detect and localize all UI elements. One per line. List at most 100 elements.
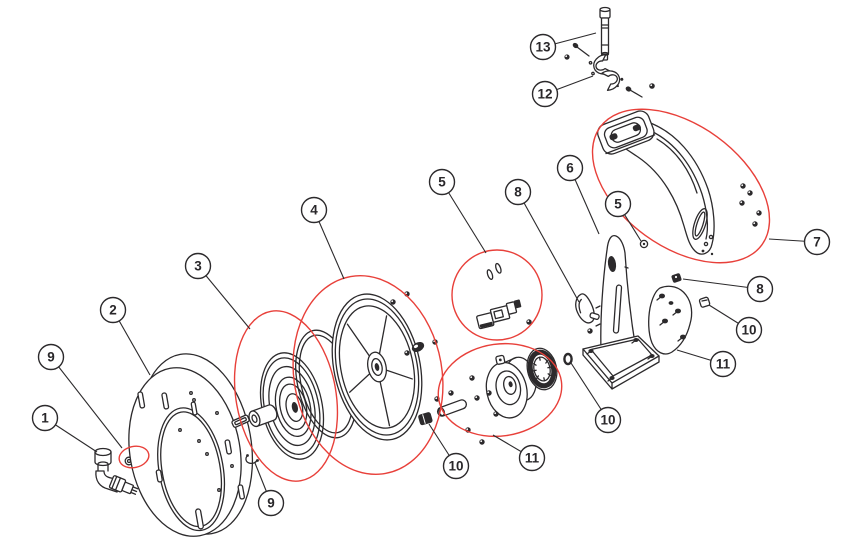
clamp-screw-left [564,42,590,60]
part-c-clip [245,454,259,465]
callout-9[interactable]: 9 [37,343,123,449]
part-spacer [411,341,425,353]
callout-number: 7 [813,235,821,250]
arm-head-pad [597,110,656,155]
part-axle-pin [436,399,468,417]
callout-8[interactable]: 8 [682,275,774,303]
callout-bubble[interactable] [428,168,456,196]
disc-holes [178,391,234,492]
part-bushing [248,404,278,428]
fastener-dot [479,439,485,445]
callout-9[interactable]: 9 [254,462,285,517]
stand-corner-bolts [586,338,655,382]
callout-13[interactable]: 13 [529,32,597,61]
callout-bubble[interactable] [184,252,212,280]
clamp-screw-right [625,83,655,98]
callout-bubble[interactable] [709,350,737,378]
callout-11[interactable]: 11 [676,349,737,378]
callout-bubble[interactable] [735,316,763,344]
part-cam-plate [648,285,693,355]
part-flange-nut [671,273,682,283]
fastener-dot [756,210,762,216]
callout-bubble[interactable] [531,80,559,108]
part-stand [582,234,660,390]
parts-artwork [94,6,715,537]
highlight-drum-hub-group [233,310,339,482]
callout-bubble[interactable] [803,228,831,256]
callout-number: 4 [310,203,318,218]
callout-10[interactable]: 10 [708,304,763,344]
fastener-dot [486,390,492,396]
callout-bubble[interactable] [504,178,532,206]
callout-bubble[interactable] [529,33,557,61]
callout-12[interactable]: 12 [531,75,594,108]
callout-number: 10 [600,413,615,428]
fastener-dot [469,375,475,381]
fastener-dot [752,221,758,227]
callout-bubble[interactable] [300,196,328,224]
callout-1[interactable]: 1 [31,404,98,453]
callout-number: 11 [716,357,731,372]
callout-10[interactable]: 10 [428,423,470,480]
callout-number: 5 [614,197,622,212]
callout-6[interactable]: 6 [556,154,600,235]
fastener-dot [587,328,593,334]
callout-number: 11 [525,451,540,466]
callout-bubble[interactable] [604,190,632,218]
fastener-dot [493,411,499,417]
part-drum-hub [259,352,325,460]
callout-number: 10 [741,323,756,338]
highlight-swing-arm-group [591,108,771,264]
callout-number: 8 [756,282,764,297]
highlight-latch-kit [451,249,543,341]
part-swing-arm [597,110,715,256]
callout-number: 2 [109,303,117,318]
callout-10[interactable]: 10 [570,362,622,434]
fastener-dot [390,299,396,305]
callout-bubble[interactable] [518,444,546,472]
callout-5[interactable]: 5 [428,168,487,254]
callout-bubble[interactable] [99,296,127,324]
callout-bubble[interactable] [257,489,285,517]
part-nut-small [639,239,649,249]
callout-number: 1 [41,411,49,426]
part-shaft-clamp [564,42,655,98]
part-reel-disc-front [128,367,242,537]
callout-number: 10 [448,459,463,474]
callout-bubble[interactable] [31,404,59,432]
callout-bubble[interactable] [594,406,622,434]
fastener-dot [740,183,746,189]
callout-number: 13 [535,40,551,55]
callout-5[interactable]: 5 [604,190,642,242]
callout-4[interactable]: 4 [300,196,345,280]
callout-2[interactable]: 2 [99,296,151,376]
part-latch-orings [486,262,502,280]
callout-7[interactable]: 7 [768,228,831,256]
callout-11[interactable]: 11 [492,434,546,472]
part-spoked-wheel [331,293,423,441]
callout-number: 6 [566,161,574,176]
callout-3[interactable]: 3 [184,252,251,330]
fastener-dot [404,350,410,356]
part-latch-pin [476,299,522,330]
highlight-wheel-group [292,274,444,476]
part-inlet-elbow [94,447,139,495]
part-lock-pawl [575,293,600,324]
callout-bubble[interactable] [37,343,65,371]
highlight-washer-pair [118,445,150,469]
fastener-dot [448,390,454,396]
fastener-dot [739,200,745,206]
callout-number: 8 [514,185,522,200]
fastener-dot [526,319,532,325]
callout-number: 5 [438,175,446,190]
part-swivel-stem [599,6,611,61]
disc-slots [137,391,246,530]
callout-8[interactable]: 8 [504,178,580,303]
callout-bubble[interactable] [556,154,584,182]
callout-bubble[interactable] [746,275,774,303]
callout-bubble[interactable] [442,452,470,480]
callout-number: 9 [47,350,55,365]
callout-number: 9 [267,496,275,511]
